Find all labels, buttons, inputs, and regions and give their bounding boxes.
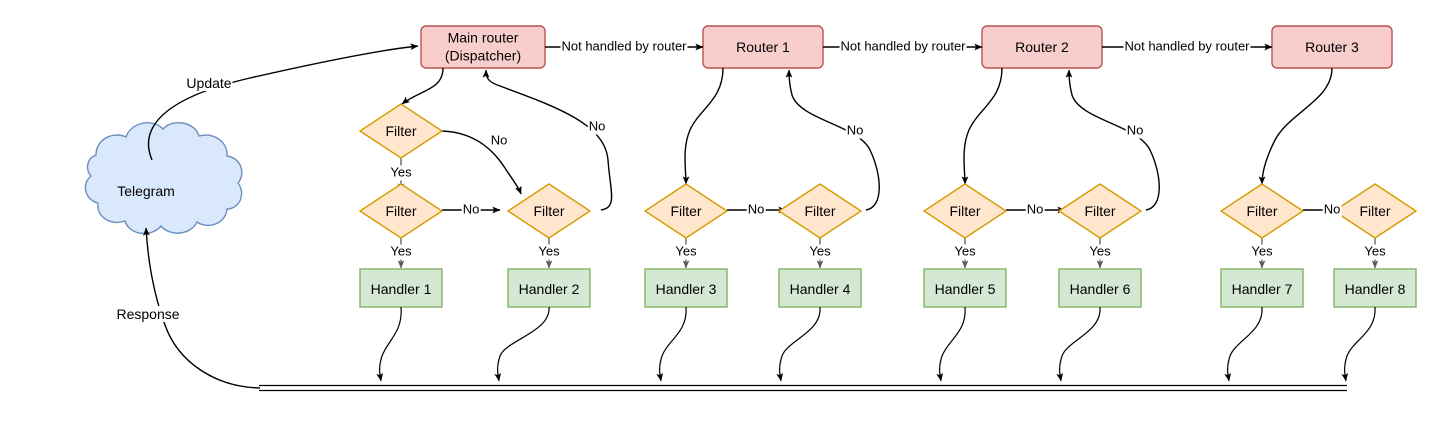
filter-label-3: Filter <box>670 202 702 219</box>
edge-label-yes-filter6: Yes <box>1088 243 1112 260</box>
edge-label-not-handled-2: Not handled by router <box>839 38 967 55</box>
edge-router1-to-filter3 <box>682 67 724 185</box>
edge-label-no-filter3: No <box>746 201 766 218</box>
filter-label-5: Filter <box>949 202 981 219</box>
filter-diamond-6[interactable] <box>1057 183 1143 239</box>
handler-label-1: Handler 1 <box>370 280 432 297</box>
edge-filter6-no-return <box>1065 69 1160 211</box>
handler-label-8: Handler 8 <box>1344 280 1406 297</box>
edge-router2-to-filter5 <box>961 67 1003 185</box>
edge-label-no-filter5: No <box>1025 201 1045 218</box>
edge-update <box>147 43 419 161</box>
edge-handler4-to-bus <box>776 306 821 382</box>
filter-diamond-2[interactable] <box>506 183 592 239</box>
edge-filter4-no-return <box>785 69 880 211</box>
edge-label-update: Update <box>185 74 233 92</box>
edge-label-yes-filter1: Yes <box>389 243 413 260</box>
edge-label-yes-filter2: Yes <box>537 243 561 260</box>
filter-diamond-1[interactable] <box>358 183 444 239</box>
edge-label-not-handled-1: Not handled by router <box>560 38 688 55</box>
edge-label-no-filter1: No <box>461 201 481 218</box>
telegram-cloud <box>84 121 243 235</box>
edge-label-yes-filter3: Yes <box>674 243 698 260</box>
handler-box-8[interactable] <box>1333 268 1417 308</box>
filter-label-top-main: Filter <box>385 122 417 139</box>
handler-box-2[interactable] <box>507 268 591 308</box>
edge-handler7-to-bus <box>1224 306 1263 382</box>
filter-diamond-4[interactable] <box>777 183 863 239</box>
filter-label-8: Filter <box>1359 202 1391 219</box>
main-router-label-line2: (Dispatcher) <box>444 47 522 63</box>
router-1-label: Router 1 <box>736 38 790 55</box>
edge-handler3-to-bus <box>656 306 687 382</box>
edge-label-yes-top-main: Yes <box>389 164 413 181</box>
edge-label-yes-filter7: Yes <box>1250 243 1274 260</box>
handler-box-6[interactable] <box>1058 268 1142 308</box>
edge-filter-top-no <box>441 130 522 195</box>
handler-label-7: Handler 7 <box>1231 280 1293 297</box>
edge-router3-to-filter7 <box>1258 67 1333 185</box>
handler-box-7[interactable] <box>1220 268 1304 308</box>
filter-label-6: Filter <box>1084 202 1116 219</box>
handler-label-5: Handler 5 <box>934 280 996 297</box>
edge-label-yes-filter8: Yes <box>1363 243 1387 260</box>
edge-handler6-to-bus <box>1056 306 1101 382</box>
filter-label-2: Filter <box>533 202 565 219</box>
edge-handler8-to-bus <box>1341 306 1376 382</box>
main-router-label-line1: Main router <box>447 29 519 46</box>
filter-label-4: Filter <box>804 202 836 219</box>
main-router-label: Main router (Dispatcher) <box>445 30 521 65</box>
handler-label-6: Handler 6 <box>1069 280 1131 297</box>
edge-label-yes-filter4: Yes <box>808 243 832 260</box>
filter-diamond-5[interactable] <box>922 183 1008 239</box>
handler-label-4: Handler 4 <box>789 280 851 297</box>
edge-main-to-filter-top <box>401 67 444 105</box>
edge-handler5-to-bus <box>936 306 966 382</box>
filter-diamond-7[interactable] <box>1219 183 1305 239</box>
handler-box-3[interactable] <box>644 268 728 308</box>
handler-box-4[interactable] <box>778 268 862 308</box>
edge-response <box>143 227 261 389</box>
handler-box-1[interactable] <box>359 268 443 308</box>
filter-label-7: Filter <box>1246 202 1278 219</box>
handler-label-2: Handler 2 <box>518 280 580 297</box>
handler-label-3: Handler 3 <box>655 280 717 297</box>
filter-diamond-top-main[interactable] <box>358 103 444 159</box>
edge-filter2-no-return <box>482 69 613 211</box>
edge-label-no-filter7: No <box>1322 201 1342 218</box>
edge-label-no-main-top: No <box>489 132 509 149</box>
telegram-label: Telegram <box>117 182 175 199</box>
filter-diamond-8[interactable] <box>1332 183 1418 239</box>
edge-handler1-to-bus <box>376 306 402 382</box>
edge-label-response: Response <box>115 305 181 323</box>
filter-label-1: Filter <box>385 202 417 219</box>
edge-label-no-router1-return: No <box>845 122 865 139</box>
filter-diamond-3[interactable] <box>643 183 729 239</box>
edge-handler2-to-bus <box>494 306 550 382</box>
edge-label-no-main-return: No <box>587 118 607 135</box>
router-3-label: Router 3 <box>1305 38 1359 55</box>
edge-label-not-handled-3: Not handled by router <box>1123 38 1251 55</box>
router-2-label: Router 2 <box>1015 38 1069 55</box>
response-bus <box>259 384 1347 392</box>
handler-box-5[interactable] <box>923 268 1007 308</box>
edge-label-yes-filter5: Yes <box>953 243 977 260</box>
edge-label-no-router2-return: No <box>1125 122 1145 139</box>
